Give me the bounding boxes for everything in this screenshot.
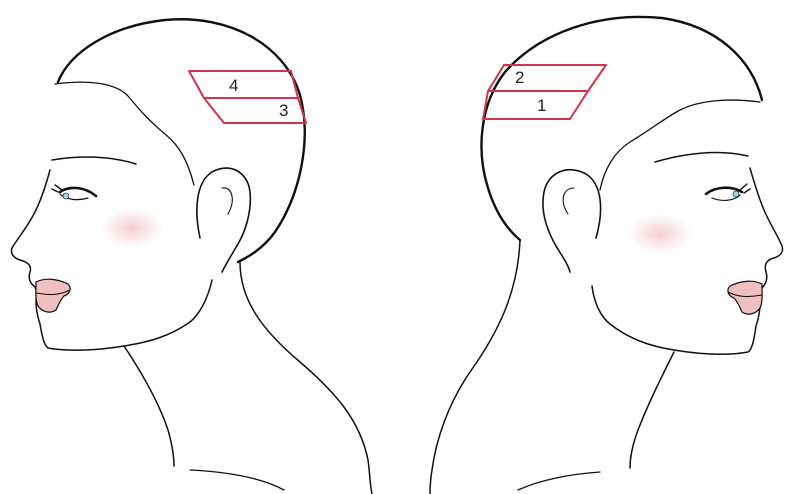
left-head-neck-front: [124, 346, 174, 466]
left-head-lips: [36, 279, 70, 312]
left-head-face-profile: [11, 170, 212, 350]
right-head-neck-front: [630, 352, 674, 468]
right-head-collarbone: [518, 472, 600, 490]
right-head-neck-back: [430, 240, 520, 494]
left-head-iris: [63, 193, 69, 199]
left-head-skull-outline: [58, 19, 305, 262]
left-head-blush: [100, 208, 164, 248]
right-head-section-1-box: [483, 91, 588, 119]
right-head-ear-inner: [563, 188, 574, 214]
left-head-ear-inner: [222, 188, 232, 214]
left-head-collarbone: [190, 470, 284, 490]
right-head: [430, 17, 783, 494]
left-head-section-label-3: 3: [279, 101, 288, 120]
right-head-iris: [733, 191, 739, 197]
left-head: [11, 19, 372, 494]
left-head-ear: [197, 168, 250, 272]
right-head-blush: [628, 214, 692, 254]
left-head-neck-back: [240, 262, 372, 494]
left-head-section-3-box: [204, 98, 306, 123]
left-head-section-label-4: 4: [229, 76, 238, 95]
right-head-section-label-1: 1: [537, 96, 546, 115]
right-head-skull-outline: [481, 17, 762, 240]
right-head-section-label-2: 2: [515, 68, 524, 87]
left-head-hairline: [55, 82, 194, 185]
right-head-section-2-box: [488, 65, 606, 91]
right-head-hairline: [600, 100, 760, 190]
right-head-face-profile: [592, 168, 783, 354]
right-head-lips: [728, 281, 762, 314]
left-head-section-4-box: [189, 71, 298, 98]
left-head-eyebrow: [52, 157, 136, 164]
right-head-eyebrow: [655, 153, 748, 162]
right-head-ear: [543, 170, 601, 272]
